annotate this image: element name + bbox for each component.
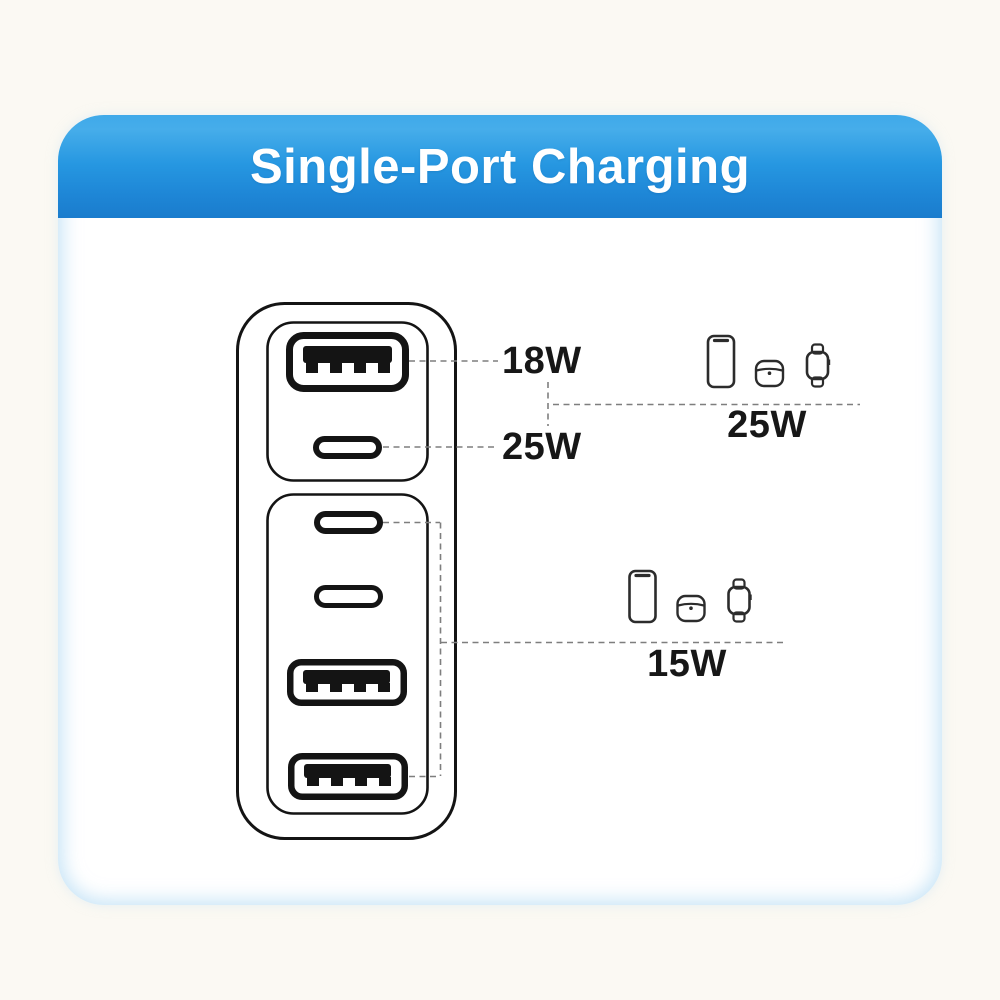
smartwatch-icon — [727, 578, 752, 623]
usb-c-wattage-label: 25W — [502, 426, 582, 468]
header-banner: Single-Port Charging — [58, 115, 942, 218]
charger-top-port-group — [266, 321, 429, 482]
usb-a-wattage-label: 18W — [502, 340, 582, 382]
usb-c-port-icon — [314, 585, 383, 608]
charger-bottom-port-group — [266, 493, 429, 815]
smartphone-icon — [706, 334, 736, 389]
page-title: Single-Port Charging — [250, 139, 750, 194]
device-group-25w-icons — [706, 334, 831, 389]
charger-illustration — [236, 302, 457, 840]
callout-lines — [383, 360, 860, 778]
content-card — [58, 115, 942, 905]
usb-a-port-icon — [287, 659, 407, 706]
earbuds-case-icon — [754, 359, 785, 388]
devices-top-wattage-label: 25W — [727, 404, 807, 446]
earbuds-case-icon — [676, 594, 706, 623]
usb-a-port-icon — [286, 332, 409, 392]
usb-c-port-icon — [314, 511, 383, 534]
smartwatch-icon — [805, 343, 831, 388]
devices-bottom-wattage-label: 15W — [647, 643, 727, 685]
usb-c-port-icon — [313, 436, 382, 459]
usb-a-port-icon — [288, 753, 408, 800]
smartphone-icon — [628, 569, 657, 624]
charger-body — [236, 302, 457, 840]
device-group-15w-icons — [628, 569, 752, 624]
